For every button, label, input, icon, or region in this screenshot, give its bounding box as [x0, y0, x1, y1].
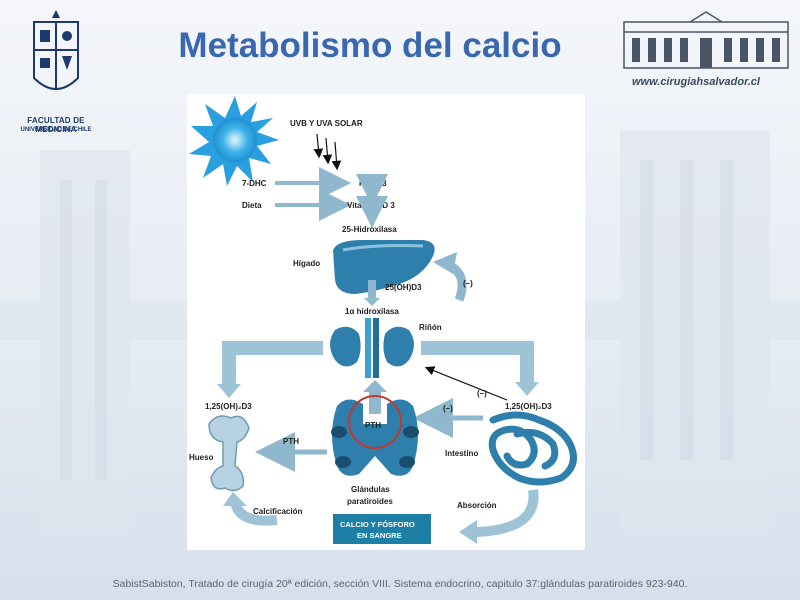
- calcitriol-right-label: 1,25(OH)₂D3: [505, 402, 552, 411]
- absorption-arrow-head: [459, 520, 477, 544]
- kidney-to-right-arrow: [421, 341, 534, 384]
- calcium-metabolism-diagram: UVB Y UVA SOLAR 7-DHC Pre D 3 Dieta Vita…: [187, 94, 585, 550]
- negative-label-3: (–): [443, 404, 453, 413]
- absorption-label: Absorción: [457, 501, 497, 510]
- absorption-arrow: [474, 489, 539, 537]
- alpha-hydroxylase-label: 1α hidroxilasa: [345, 307, 399, 316]
- parathyroid-to-kidney-arrow-head: [363, 380, 387, 392]
- parathyroid-gland-icon: [331, 399, 419, 476]
- blood-calcium-box: [333, 514, 431, 544]
- page-title: Metabolismo del calcio: [178, 26, 562, 65]
- uv-label: UVB Y UVA SOLAR: [290, 119, 363, 128]
- liver-highlight: [342, 244, 424, 252]
- liver-icon: [333, 240, 435, 294]
- oh-d3-arrow-head: [364, 298, 380, 306]
- citation: SabistSabiston, Tratado de cirugía 20ª e…: [112, 578, 688, 590]
- kidney-to-left-arrow: [222, 341, 323, 386]
- calcification-arrow-head: [223, 492, 247, 506]
- faculty-logo: FACULTAD DE MEDICINA UNIVERSIDAD DE CHIL…: [6, 8, 106, 134]
- blood-box-line1: CALCIO Y FÓSFORO: [340, 520, 415, 529]
- diet-label: Dieta: [242, 201, 262, 210]
- pth-highlight-circle: [348, 395, 402, 449]
- pth-arrow-label: PTH: [283, 437, 299, 446]
- calcification-label: Calcificación: [253, 507, 302, 516]
- kidney-to-right-arrow-head: [515, 382, 539, 396]
- university-name: UNIVERSIDAD DE CHILE: [20, 127, 92, 133]
- kidney-to-left-arrow-head: [217, 384, 241, 398]
- bone-label: Hueso: [189, 453, 214, 462]
- hydroxylase-25-label: 25-Hidroxilasa: [342, 225, 397, 234]
- kidney-label: Riñón: [419, 323, 442, 332]
- sun-icon: [189, 96, 279, 186]
- liver-label: Hígado: [293, 259, 320, 268]
- calcitriol-left-label: 1,25(OH)₂D3: [205, 402, 252, 411]
- bone-icon: [208, 415, 250, 492]
- negative-label-2: (–): [477, 389, 487, 398]
- oh-d3-label: 25(OH)D3: [385, 283, 422, 292]
- pre-d3-label: Pre D 3: [359, 179, 387, 188]
- parathyroid-label-line1: Glándulas: [351, 485, 390, 494]
- crest-icon: [33, 10, 79, 90]
- negative-label-1: (–): [463, 279, 473, 288]
- hospital-building-logo: [623, 11, 789, 69]
- uv-arrows: [313, 133, 342, 171]
- dhc-label: 7-DHC: [242, 179, 267, 188]
- parathyroid-label-line2: paratiroides: [347, 497, 393, 506]
- kidney-icon: [330, 318, 414, 378]
- faculty-name: FACULTAD DE MEDICINA: [27, 116, 85, 134]
- calcitriol-feedback-arrow: [424, 366, 508, 401]
- intestine-label: Intestino: [445, 449, 478, 458]
- blood-box-line2: EN SANGRE: [357, 531, 402, 540]
- feedback-arrow-liver-head: [433, 252, 457, 274]
- pth-label: PTH: [365, 421, 381, 430]
- website-url: www.cirugiahsalvador.cl: [632, 76, 760, 88]
- diagram-canvas: UVB Y UVA SOLAR 7-DHC Pre D 3 Dieta Vita…: [189, 96, 577, 544]
- intestine-icon: [488, 411, 577, 486]
- vitamin-d3-label: Vitamina D 3: [347, 201, 395, 210]
